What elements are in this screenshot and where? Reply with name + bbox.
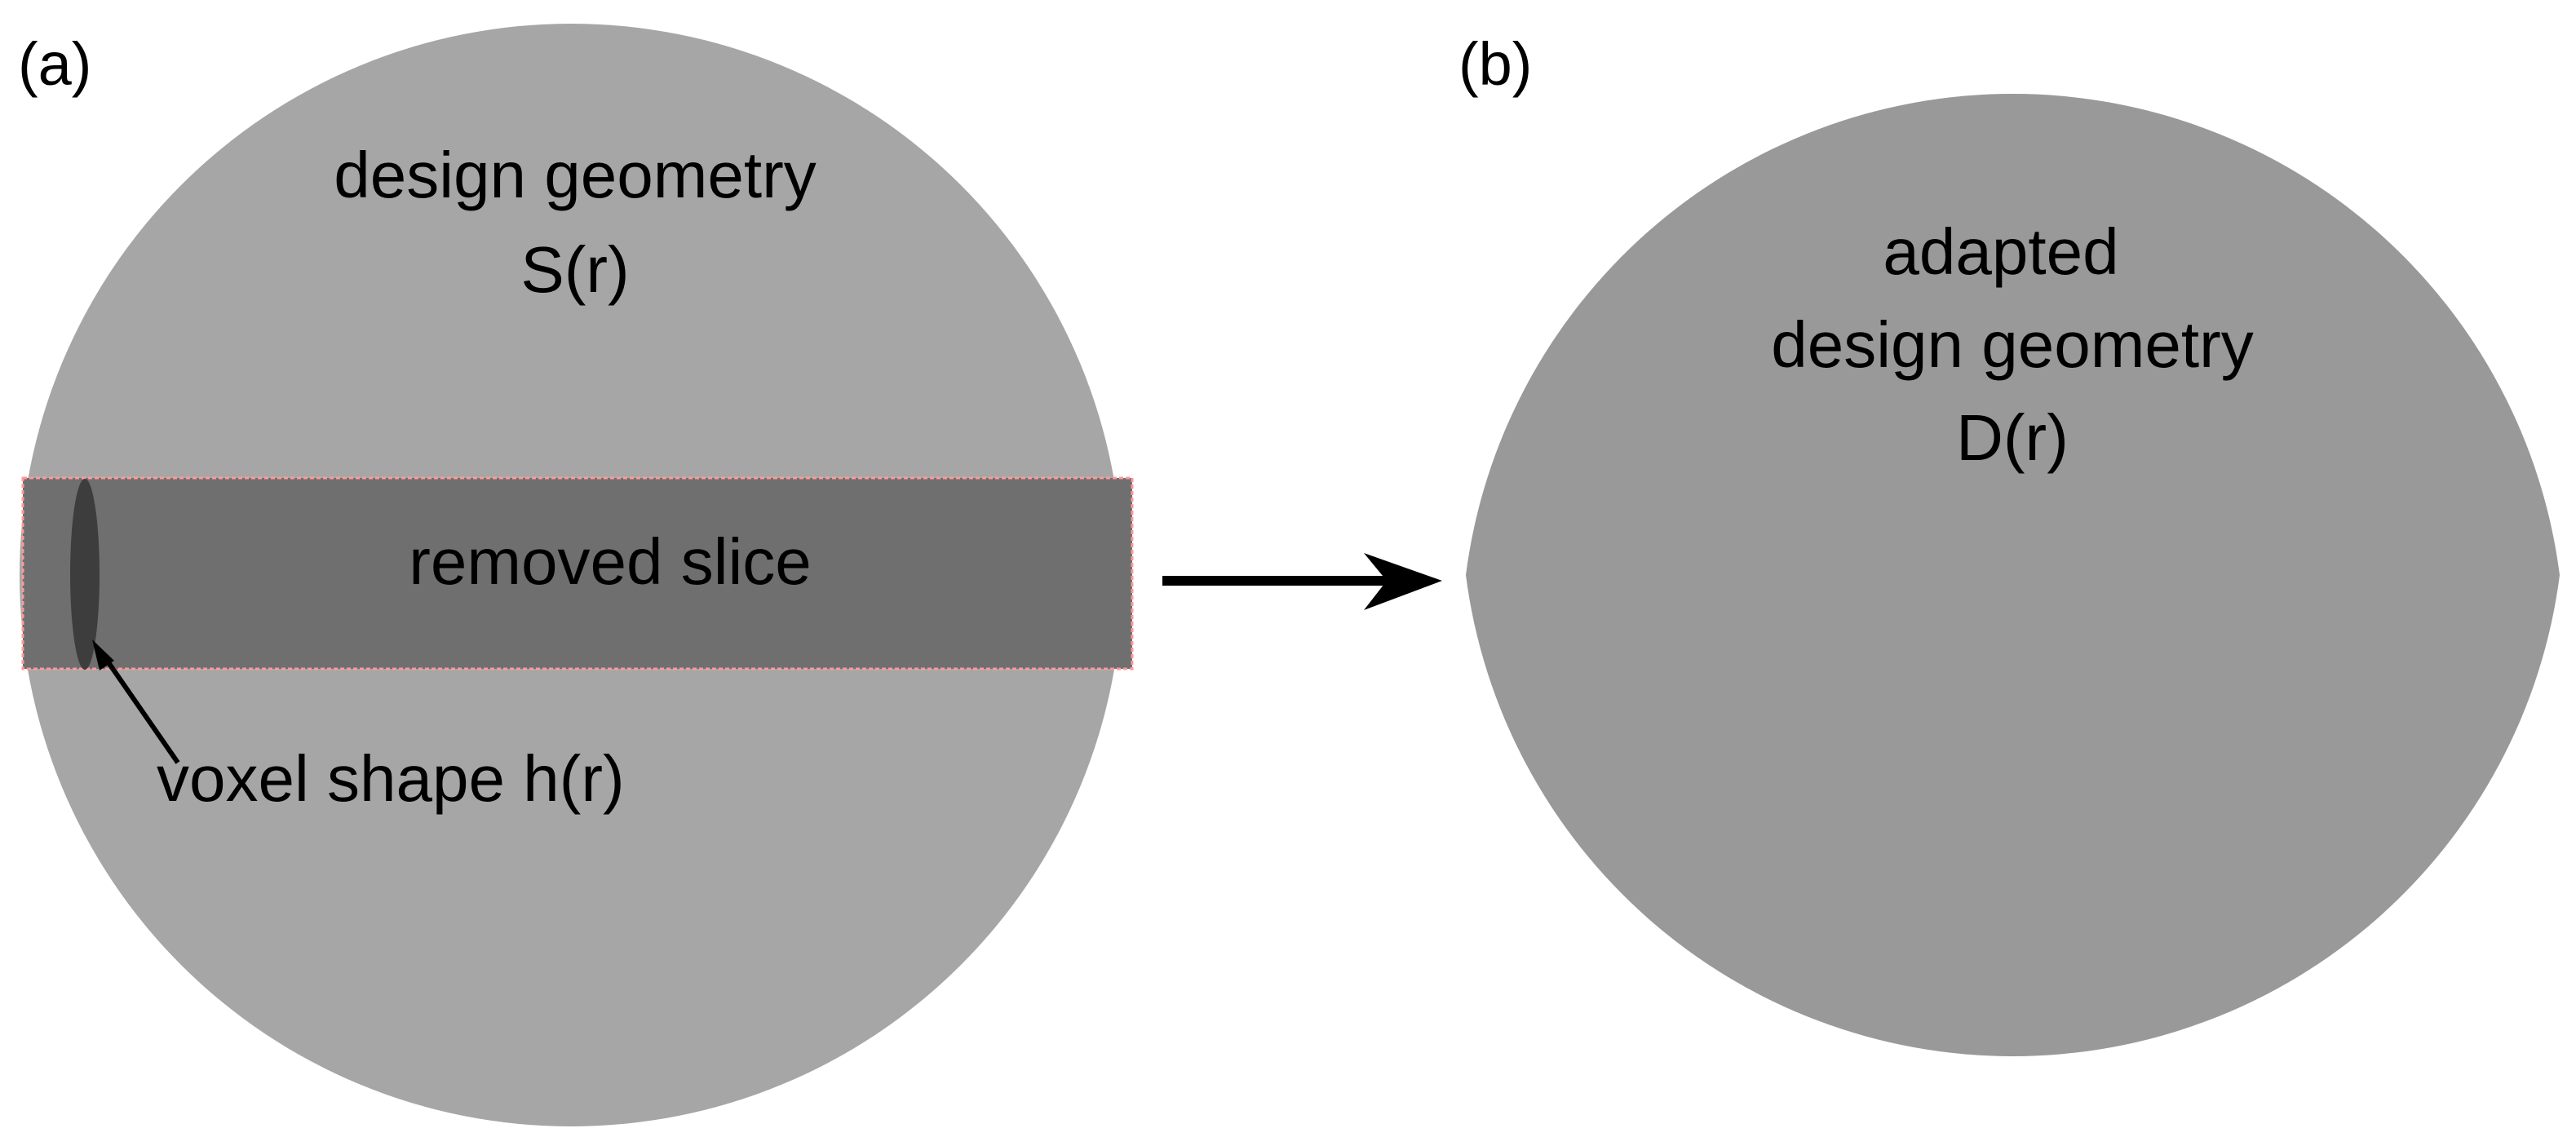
panel-a-label: (a) xyxy=(18,30,91,98)
adapted-geometry-shape xyxy=(1466,94,2560,1056)
panel-b-label: (b) xyxy=(1458,30,1532,98)
panel-b: (b) adapted design geometry D(r) xyxy=(1458,30,2560,1056)
voxel-pointer-line xyxy=(104,657,180,764)
adapted-geometry-symbol: D(r) xyxy=(1956,401,2069,474)
design-geometry-symbol: S(r) xyxy=(520,233,629,306)
voxel-shape-label: voxel shape h(r) xyxy=(157,742,625,815)
voxel-pointer-arrowhead xyxy=(92,639,114,670)
removed-slice-label: removed slice xyxy=(409,525,812,598)
transform-arrow xyxy=(1162,553,1442,610)
removed-slice xyxy=(21,476,1134,670)
panel-a: (a) design geometry S(r) removed slice v… xyxy=(18,24,1134,1126)
voxel-shape xyxy=(70,479,100,670)
adapted-geometry-title-line1: adapted xyxy=(1883,215,2118,288)
transform-arrow-head xyxy=(1364,553,1442,610)
design-geometry-title: design geometry xyxy=(334,139,816,211)
adapted-geometry-title-line2: design geometry xyxy=(1771,308,2253,381)
